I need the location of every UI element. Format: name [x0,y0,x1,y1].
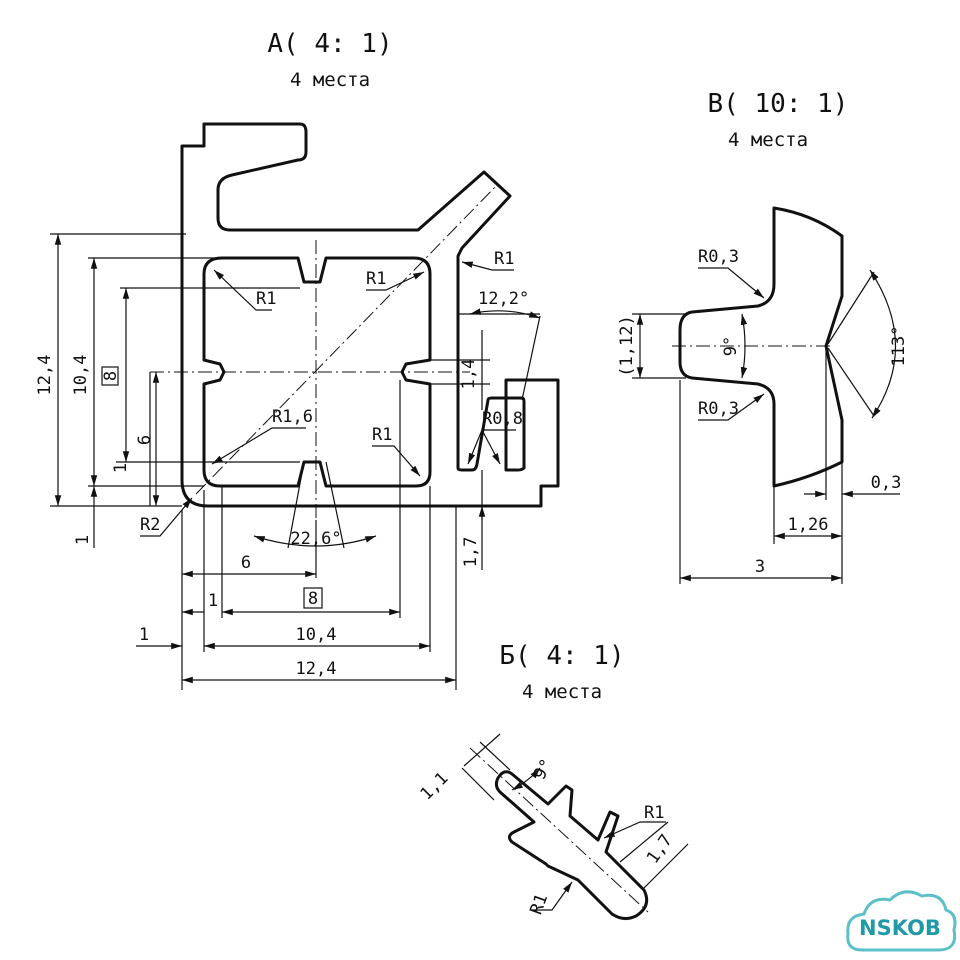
view-b-contour [494,770,649,921]
dim-b-r1-top: R1 [644,803,664,823]
view-v-contour [678,206,844,488]
view-v-note: 4 места [728,129,808,151]
dim-v-angle-9: 9° [721,336,741,356]
dim-a-width-8: 8 [308,589,318,609]
dim-a-r1-outer: R1 [494,249,514,269]
dim-a-height-10-4: 10,4 [71,355,91,396]
dim-v-angle-113: 113° [889,326,909,367]
dim-v-1-12: (1,12) [617,315,637,376]
view-b-title: Б( 4: 1) [499,641,624,671]
view-b: Б( 4: 1) 4 места 1,1 9° R1 1,7 R1 [417,641,689,921]
logo-text: NSKOB [859,916,941,940]
center-line-diagonal [195,183,499,495]
dim-a-height-1-bottom: 1 [73,535,93,545]
dim-a-1-4: 1,4 [459,359,479,390]
dim-v-r0-3-bottom: R0,3 [698,399,739,419]
dim-a-width-10-4: 10,4 [296,625,337,645]
dim-a-r1-top-left: R1 [256,289,276,309]
view-a-title: А( 4: 1) [267,29,392,59]
dim-a-1-7: 1,7 [461,537,481,568]
dim-a-width-1: 1 [208,591,218,611]
dim-a-r2: R2 [140,515,160,535]
dim-a-height-8: 8 [101,371,121,381]
dim-v-1-26: 1,26 [788,515,829,535]
dim-v-3: 3 [755,557,765,577]
dim-a-r0-8: R0,8 [482,409,523,429]
dim-v-r0-3-top: R0,3 [698,247,739,267]
view-b-note: 4 места [522,681,602,703]
view-v-title: В( 10: 1) [708,89,849,119]
dim-b-angle-9: 9° [530,756,558,784]
view-a-note: 4 места [290,69,370,91]
dim-a-height-12-4: 12,4 [35,355,55,396]
dim-a-r1-bottom-right: R1 [372,425,392,445]
profile-outer-contour [180,122,560,508]
dim-a-r1-6: R1,6 [272,407,313,427]
dim-a-angle-12-2: 12,2° [478,289,529,309]
dim-a-r1-top-right: R1 [366,269,386,289]
dim-v-0-3: 0,3 [871,473,902,493]
dim-a-height-6: 6 [135,435,155,445]
dim-a-height-1: 1 [111,463,131,473]
dim-a-width-6: 6 [241,553,251,573]
dim-b-1-7: 1,7 [643,831,677,868]
dim-a-width-1-left: 1 [139,625,149,645]
view-v: В( 10: 1) 4 места R0,3 R0,3 (1,12) 9° 11… [617,89,909,584]
brand-logo: NSKOB [846,890,957,952]
dim-b-r1-bottom: R1 [526,891,552,917]
view-a: А( 4: 1) 4 места 12,4 10,4 8 6 1 1 R1 [35,29,560,690]
view-b-center-line [469,747,649,913]
profile-inner-window [202,256,432,488]
dim-a-width-12-4: 12,4 [296,659,337,679]
dim-b-1-1: 1,1 [417,769,453,805]
